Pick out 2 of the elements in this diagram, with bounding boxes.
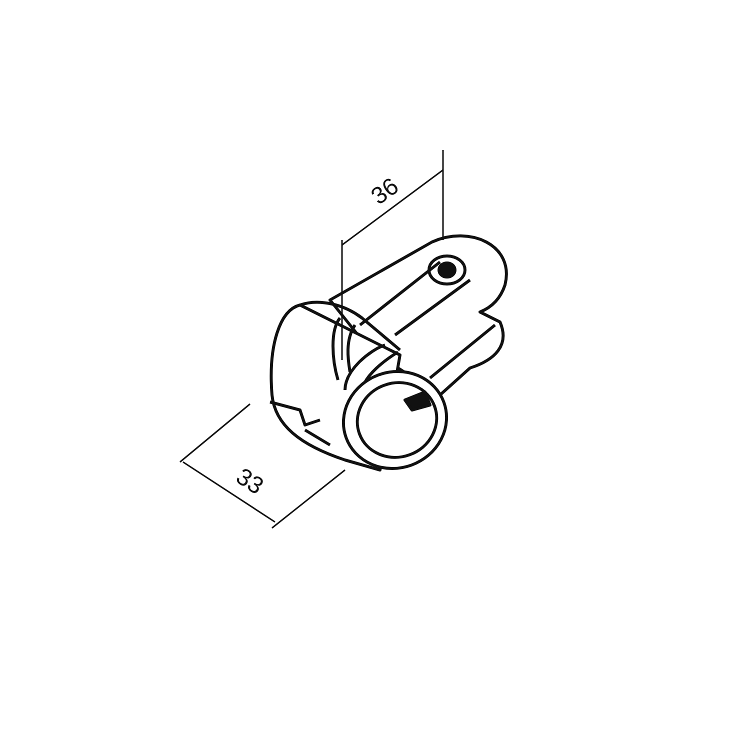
dimension-label: 36 <box>368 174 404 210</box>
dimension-label: 33 <box>232 464 268 500</box>
